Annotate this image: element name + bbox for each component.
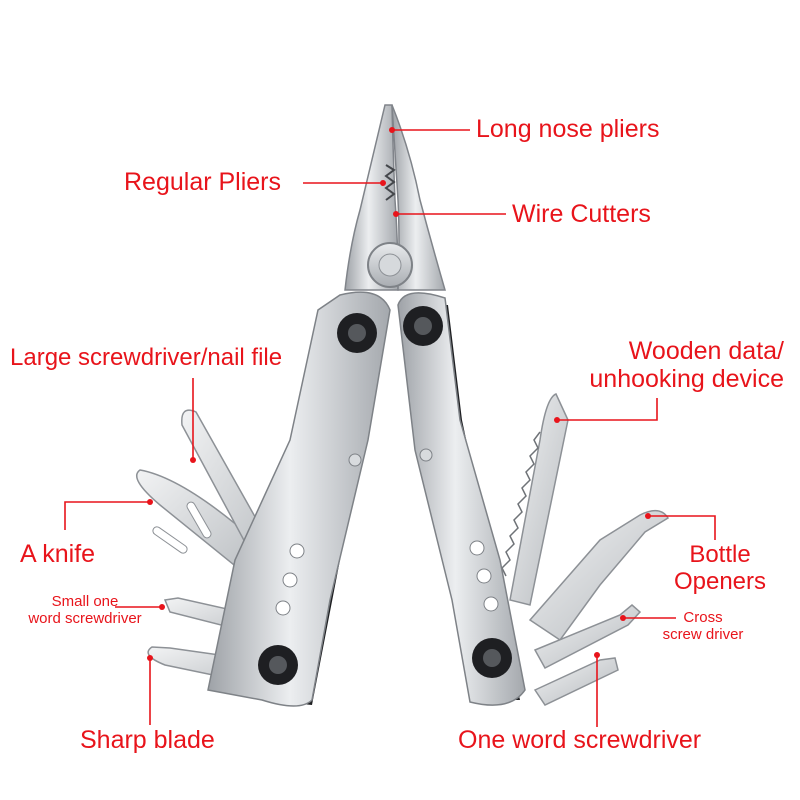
left-handle (207, 291, 391, 707)
leader-knife (64, 501, 150, 530)
left-hole-1 (289, 543, 305, 559)
right-hole-2 (476, 568, 492, 584)
label-wooden-data-line2: unhooking device (589, 365, 784, 393)
leader-dot-bottle (645, 513, 651, 519)
pliers-head (344, 104, 446, 291)
label-wooden-data: Wooden data/ unhooking device (540, 337, 784, 393)
file-slot (186, 501, 212, 539)
leader-dot-cross (620, 615, 626, 621)
saw-blade (509, 393, 569, 606)
label-cross-screwdriver: Cross screw driver (648, 609, 758, 644)
label-cross-screwdriver-line2: screw driver (662, 625, 744, 643)
right-hole-3 (483, 596, 499, 612)
leader-dot-one-word (594, 652, 600, 658)
left-handle-steel (207, 291, 391, 707)
leader-dot-knife (147, 499, 153, 505)
left-hole-2 (282, 572, 298, 588)
label-wooden-data-line1: Wooden data/ (628, 337, 784, 365)
leader-dot-long-nose (389, 127, 395, 133)
label-sharp-blade: Sharp blade (80, 726, 215, 754)
leader-dot-sharp (147, 655, 153, 661)
left-rivet-small (348, 453, 362, 467)
pliers-jaw-right (391, 104, 446, 291)
bottle-opener-blade (528, 509, 670, 642)
left-rivet-bottom-inner (269, 656, 287, 674)
right-handle (397, 292, 526, 706)
label-small-screwdriver: Small one word screwdriver (10, 593, 160, 628)
label-small-screwdriver-line2: word screwdriver (28, 609, 142, 627)
leader-wooden-data (557, 398, 658, 421)
label-regular-pliers: Regular Pliers (124, 168, 282, 196)
knife-slot (152, 526, 188, 554)
leader-dot-small (159, 604, 165, 610)
leader-bottle-openers (648, 515, 716, 540)
label-large-screwdriver: Large screwdriver/nail file (10, 344, 283, 371)
cross-screwdriver-blade (533, 604, 642, 670)
right-rivet-top-inner (414, 317, 432, 335)
leader-dot-regular (380, 180, 386, 186)
label-wire-cutters: Wire Cutters (512, 200, 651, 228)
label-small-screwdriver-line1: Small one (51, 593, 119, 610)
plier-teeth (384, 164, 396, 201)
leader-dot-wire (393, 211, 399, 217)
pivot-pin-inner (378, 253, 402, 277)
label-long-nose-pliers: Long nose pliers (476, 115, 660, 143)
left-hole-3 (275, 600, 291, 616)
label-bottle-openers-line2: Openers (673, 567, 767, 595)
leader-dot-wooden (554, 417, 560, 423)
label-bottle-openers: Bottle Openers (660, 541, 780, 596)
label-cross-screwdriver-line1: Cross (683, 609, 723, 626)
right-hole-1 (469, 540, 485, 556)
label-knife: A knife (20, 540, 96, 568)
label-bottle-openers-line1: Bottle (689, 541, 751, 568)
right-rivet-bottom-inner (483, 649, 501, 667)
saw-teeth (501, 431, 541, 577)
left-rivet-top-inner (348, 324, 366, 342)
label-one-word-screwdriver: One word screwdriver (458, 726, 702, 754)
right-rivet-small (419, 448, 433, 462)
leader-dot-large-screwdriver (190, 457, 196, 463)
